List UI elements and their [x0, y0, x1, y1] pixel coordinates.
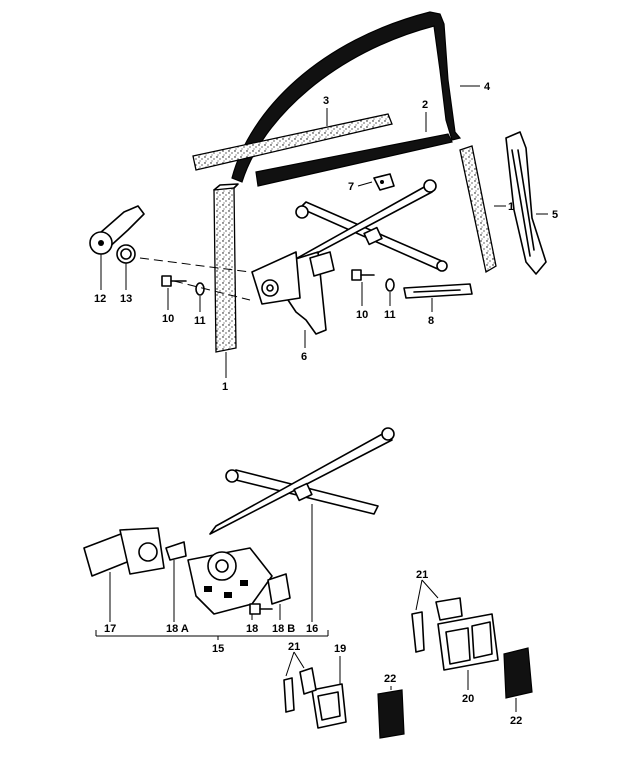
stop-bar-part-8 — [403, 283, 473, 299]
callout-1-top: 1 — [222, 381, 228, 393]
callout-4: 4 — [484, 81, 491, 93]
guide-rail-left — [213, 183, 239, 353]
callout-1-right: 1 — [508, 201, 514, 213]
clip-part-7 — [373, 173, 395, 191]
callout-13: 13 — [120, 293, 132, 305]
washer-left — [195, 282, 205, 296]
callout-3: 3 — [323, 95, 329, 107]
callout-20: 20 — [462, 693, 474, 705]
bolt-left — [161, 275, 187, 287]
switch-cap-right — [503, 647, 533, 699]
crank-washer — [116, 244, 136, 264]
switch-20 — [411, 597, 499, 671]
callout-10-right: 10 — [356, 309, 368, 321]
bolt-right — [351, 269, 375, 281]
callout-12: 12 — [94, 293, 106, 305]
callout-6: 6 — [301, 351, 307, 363]
callout-15: 15 — [212, 643, 224, 655]
callout-8: 8 — [428, 315, 434, 327]
callout-5: 5 — [552, 209, 558, 221]
callout-17: 17 — [104, 623, 116, 635]
callout-18: 18 — [246, 623, 258, 635]
switch-19 — [283, 667, 347, 729]
switch-cap-left — [377, 689, 405, 739]
callout-22-left: 22 — [384, 673, 396, 685]
callout-labels: 4 2 3 1 5 7 6 8 1 10 11 10 11 12 13 17 1… — [94, 81, 558, 727]
callout-22-right: 22 — [510, 715, 522, 727]
window-sealing-strip — [255, 133, 453, 187]
callout-18a: 18 A — [166, 623, 189, 635]
callout-2: 2 — [422, 99, 428, 111]
bolt-18 — [249, 603, 273, 615]
callout-10-left: 10 — [162, 313, 174, 325]
window-channel-strip — [192, 113, 393, 171]
spacer-18a — [165, 541, 187, 561]
leader-lines — [95, 85, 548, 712]
callout-19: 19 — [334, 643, 346, 655]
callout-11-right: 11 — [384, 309, 396, 321]
window-crank — [89, 205, 145, 255]
guide-rail-right — [459, 145, 497, 274]
callout-18b: 18 B — [272, 623, 295, 635]
callout-21-right: 21 — [416, 569, 428, 581]
callout-21-left: 21 — [288, 641, 300, 653]
window-motor — [83, 527, 165, 577]
callout-7: 7 — [348, 181, 354, 193]
callout-16: 16 — [306, 623, 318, 635]
window-regulator-lower — [209, 427, 395, 535]
window-frame-seal — [231, 11, 462, 183]
rear-guide-bracket — [505, 131, 547, 275]
bracket-18b — [267, 573, 291, 605]
callout-11-left: 11 — [194, 315, 206, 327]
window-regulator-upper — [251, 179, 448, 335]
washer-right — [385, 278, 395, 292]
